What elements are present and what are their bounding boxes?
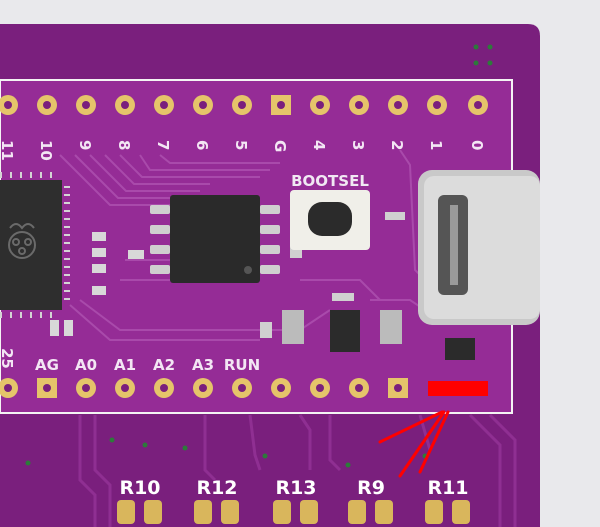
pin-label-25: 25 bbox=[0, 348, 16, 369]
pin-label-8: 8 bbox=[115, 140, 133, 150]
pin-label-a3: A3 bbox=[192, 356, 214, 374]
resistor-label-r13: R13 bbox=[275, 477, 316, 499]
pin-label-g: G bbox=[271, 140, 289, 152]
resistor-row bbox=[117, 500, 470, 524]
top-pin-labels: 11 10 9 8 7 6 5 G 4 3 2 1 0 bbox=[0, 140, 486, 161]
pin-label-7: 7 bbox=[154, 140, 172, 150]
pin-label-3: 3 bbox=[349, 140, 367, 150]
raspberry-logo-icon bbox=[8, 223, 36, 259]
pin-label-4: 4 bbox=[310, 140, 328, 150]
pin-label-ag: AG bbox=[35, 356, 59, 374]
pin-label-0: 0 bbox=[468, 140, 486, 150]
pin-label-a0: A0 bbox=[75, 356, 97, 374]
bottom-pin-pads bbox=[0, 378, 408, 398]
bootsel-label: BOOTSEL bbox=[291, 172, 369, 190]
pin-label-11: 11 bbox=[0, 140, 16, 161]
pin-label-6: 6 bbox=[193, 140, 211, 150]
resistor-label-r12: R12 bbox=[196, 477, 237, 499]
flash-chip-pins bbox=[150, 205, 280, 274]
resistor-labels: R10 R12 R13 R9 R11 bbox=[119, 477, 468, 499]
pin-label-1: 1 bbox=[427, 140, 445, 150]
resistor-label-r11: R11 bbox=[427, 477, 468, 499]
rp2040-pins bbox=[0, 172, 70, 318]
pin-label-a1: A1 bbox=[114, 356, 136, 374]
usb-c-tongue bbox=[450, 205, 458, 285]
pin-label-10: 10 bbox=[37, 140, 55, 161]
top-pin-pads bbox=[0, 95, 488, 115]
rp2040-chip bbox=[0, 180, 62, 310]
flash-chip bbox=[170, 195, 260, 283]
red-arrows bbox=[378, 410, 450, 478]
resistor-label-r9: R9 bbox=[357, 477, 385, 499]
pin-label-9: 9 bbox=[76, 140, 94, 150]
chip-pin1-dot bbox=[244, 266, 252, 274]
bottom-pin-labels: 25 AG A0 A1 A2 A3 RUN bbox=[0, 348, 260, 374]
resistor-label-r10: R10 bbox=[119, 477, 160, 499]
carrier-vias bbox=[25, 44, 493, 468]
smd-components bbox=[50, 212, 475, 360]
red-marker bbox=[428, 381, 488, 396]
bootsel-button[interactable] bbox=[308, 202, 352, 236]
pin-label-a2: A2 bbox=[153, 356, 175, 374]
pin-label-run: RUN bbox=[224, 356, 260, 374]
pin-label-5: 5 bbox=[232, 140, 250, 150]
pin-label-2: 2 bbox=[388, 140, 406, 150]
